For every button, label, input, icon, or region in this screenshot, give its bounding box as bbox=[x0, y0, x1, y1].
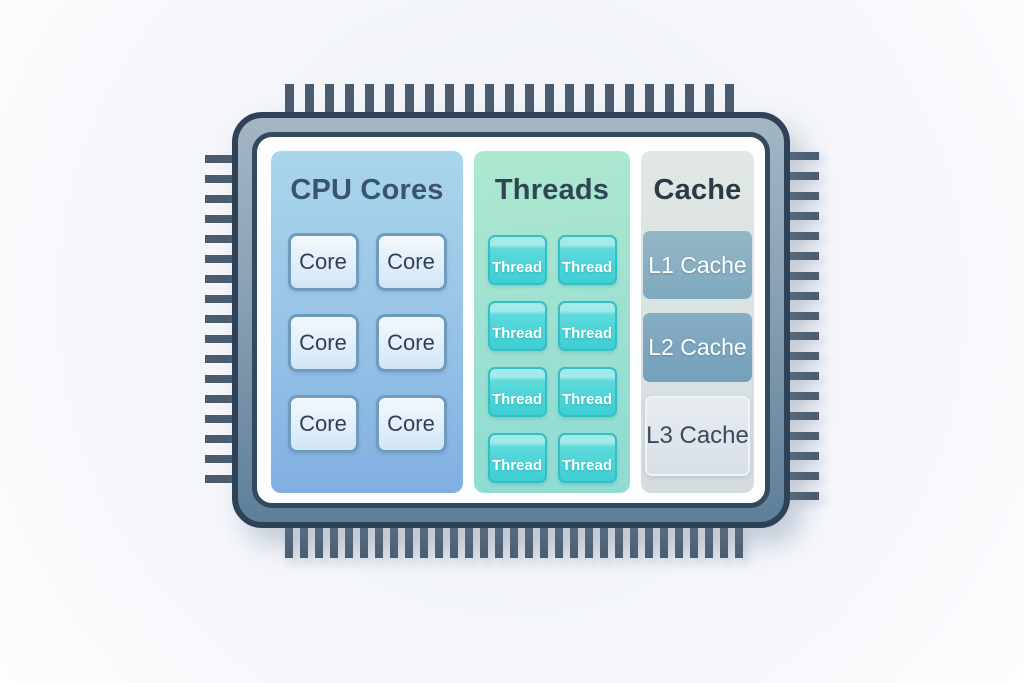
core-box: Core bbox=[287, 395, 359, 453]
core-box: Core bbox=[375, 233, 447, 291]
core-box: Core bbox=[287, 314, 359, 372]
core-box: Core bbox=[287, 233, 359, 291]
chip-pins-right bbox=[787, 152, 819, 500]
l3-cache-box: L3 Cache bbox=[645, 396, 750, 476]
chip-pins-left bbox=[205, 155, 237, 485]
threads-panel: Threads Thread Thread Thread Thread Thre… bbox=[474, 151, 630, 493]
cores-grid: Core Core Core Core Core Core bbox=[287, 233, 447, 453]
cache-heading: Cache bbox=[653, 174, 742, 206]
thread-box: Thread bbox=[487, 367, 547, 417]
cpu-cores-panel: CPU Cores Core Core Core Core Core Core bbox=[271, 151, 463, 493]
thread-box: Thread bbox=[487, 235, 547, 285]
chip-pins-bottom bbox=[285, 525, 743, 558]
cpu-cores-heading: CPU Cores bbox=[290, 174, 444, 206]
thread-box: Thread bbox=[487, 301, 547, 351]
chip-pins-top bbox=[285, 84, 745, 117]
l1-cache-box: L1 Cache bbox=[643, 231, 752, 299]
core-box: Core bbox=[375, 314, 447, 372]
thread-box: Thread bbox=[557, 301, 617, 351]
threads-heading: Threads bbox=[494, 174, 610, 206]
cache-panel: Cache L1 Cache L2 Cache L3 Cache bbox=[641, 151, 754, 493]
thread-box: Thread bbox=[557, 235, 617, 285]
l2-cache-box: L2 Cache bbox=[643, 313, 752, 382]
thread-box: Thread bbox=[487, 433, 547, 483]
thread-box: Thread bbox=[557, 367, 617, 417]
core-box: Core bbox=[375, 395, 447, 453]
chip-body: CPU Cores Core Core Core Core Core Core … bbox=[232, 112, 790, 528]
cache-stack: L1 Cache L2 Cache L3 Cache bbox=[643, 231, 752, 476]
chip-inner-area: CPU Cores Core Core Core Core Core Core … bbox=[252, 132, 770, 508]
threads-grid: Thread Thread Thread Thread Thread Threa… bbox=[487, 235, 617, 483]
thread-box: Thread bbox=[557, 433, 617, 483]
